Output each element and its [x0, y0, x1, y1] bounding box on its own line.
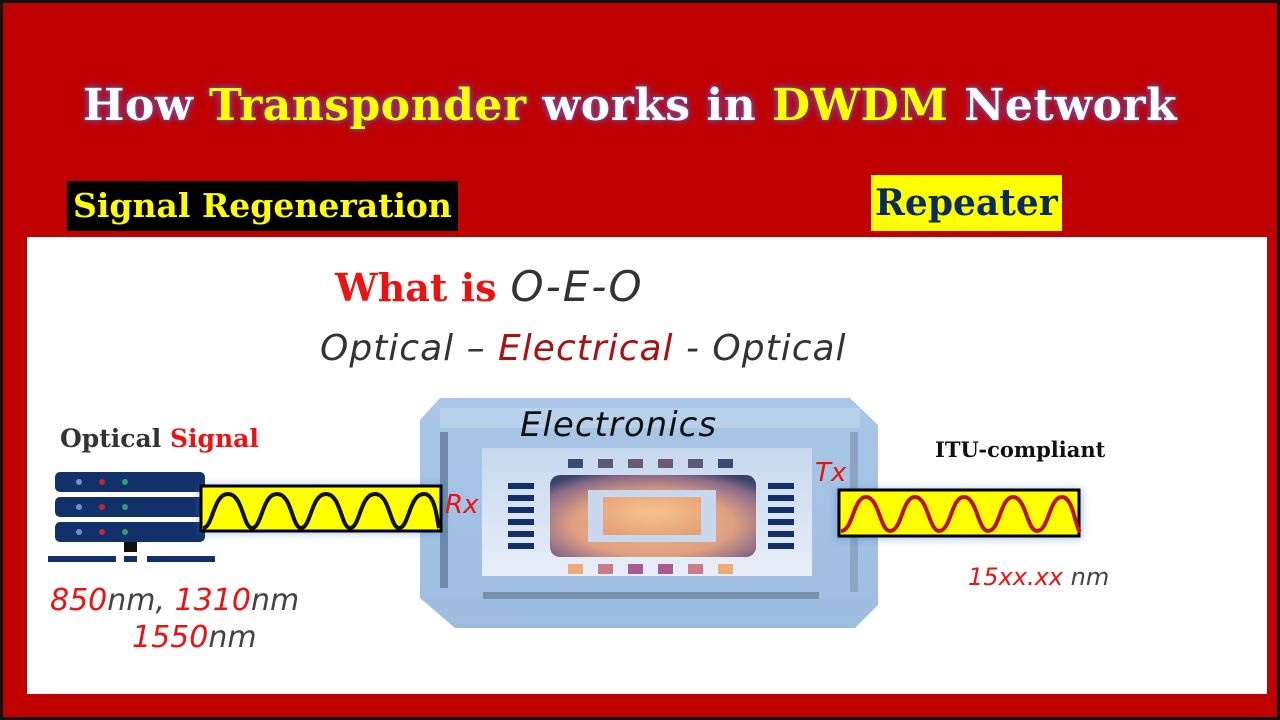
wavelength-1550: 1550 — [132, 620, 209, 655]
what-is-label: What is — [335, 265, 497, 310]
input-wavelengths-line1: 850nm, 1310nm — [50, 583, 299, 618]
optical-right: - Optical — [673, 328, 847, 369]
itu-compliant-label: ITU-compliant — [935, 437, 1106, 462]
output-waveform — [840, 494, 1082, 534]
output-wavelength: 15xx.xx nm — [968, 563, 1109, 591]
unit-nm: nm — [1062, 563, 1110, 591]
signal-text: Signal — [169, 424, 259, 453]
input-signal-box — [199, 484, 443, 533]
wavelength-1310: 1310 — [174, 583, 251, 618]
unit-nm: nm — [107, 583, 156, 618]
tx-label: Tx — [815, 458, 847, 488]
separator: , — [155, 583, 175, 618]
output-signal-box — [836, 488, 1082, 539]
chip-icon — [508, 459, 794, 574]
input-waveform — [202, 491, 441, 531]
wavelength-850: 850 — [50, 583, 108, 618]
title-text-works-in: works in — [526, 80, 772, 131]
title-text-dwdm: DWDM — [771, 80, 949, 131]
optical-text: Optical — [60, 424, 170, 453]
repeater-tag: Repeater — [871, 175, 1062, 231]
oeo-acronym: O-E-O — [510, 262, 644, 311]
electrical-label: Electrical — [498, 328, 674, 369]
wavelength-15xx: 15xx.xx — [968, 563, 1063, 591]
server-icon — [48, 472, 215, 562]
unit-nm: nm — [250, 583, 300, 618]
rx-label: Rx — [445, 490, 479, 520]
title-text-how: How — [82, 80, 210, 131]
title-text-transponder: Transponder — [209, 80, 527, 131]
optical-left: Optical – — [320, 328, 499, 369]
optical-signal-label: Optical Signal — [60, 424, 259, 453]
electronics-label: Electronics — [520, 405, 718, 445]
oeo-expansion: Optical – Electrical - Optical — [320, 328, 847, 369]
input-wavelengths-line2: 1550nm — [132, 620, 257, 655]
title-text-network: Network — [948, 80, 1178, 131]
what-is-heading: What is O-E-O — [335, 262, 644, 311]
page-title: How Transponder works in DWDM Network — [0, 80, 1260, 131]
unit-nm: nm — [208, 620, 257, 655]
signal-regeneration-tag: Signal Regeneration — [67, 181, 458, 231]
